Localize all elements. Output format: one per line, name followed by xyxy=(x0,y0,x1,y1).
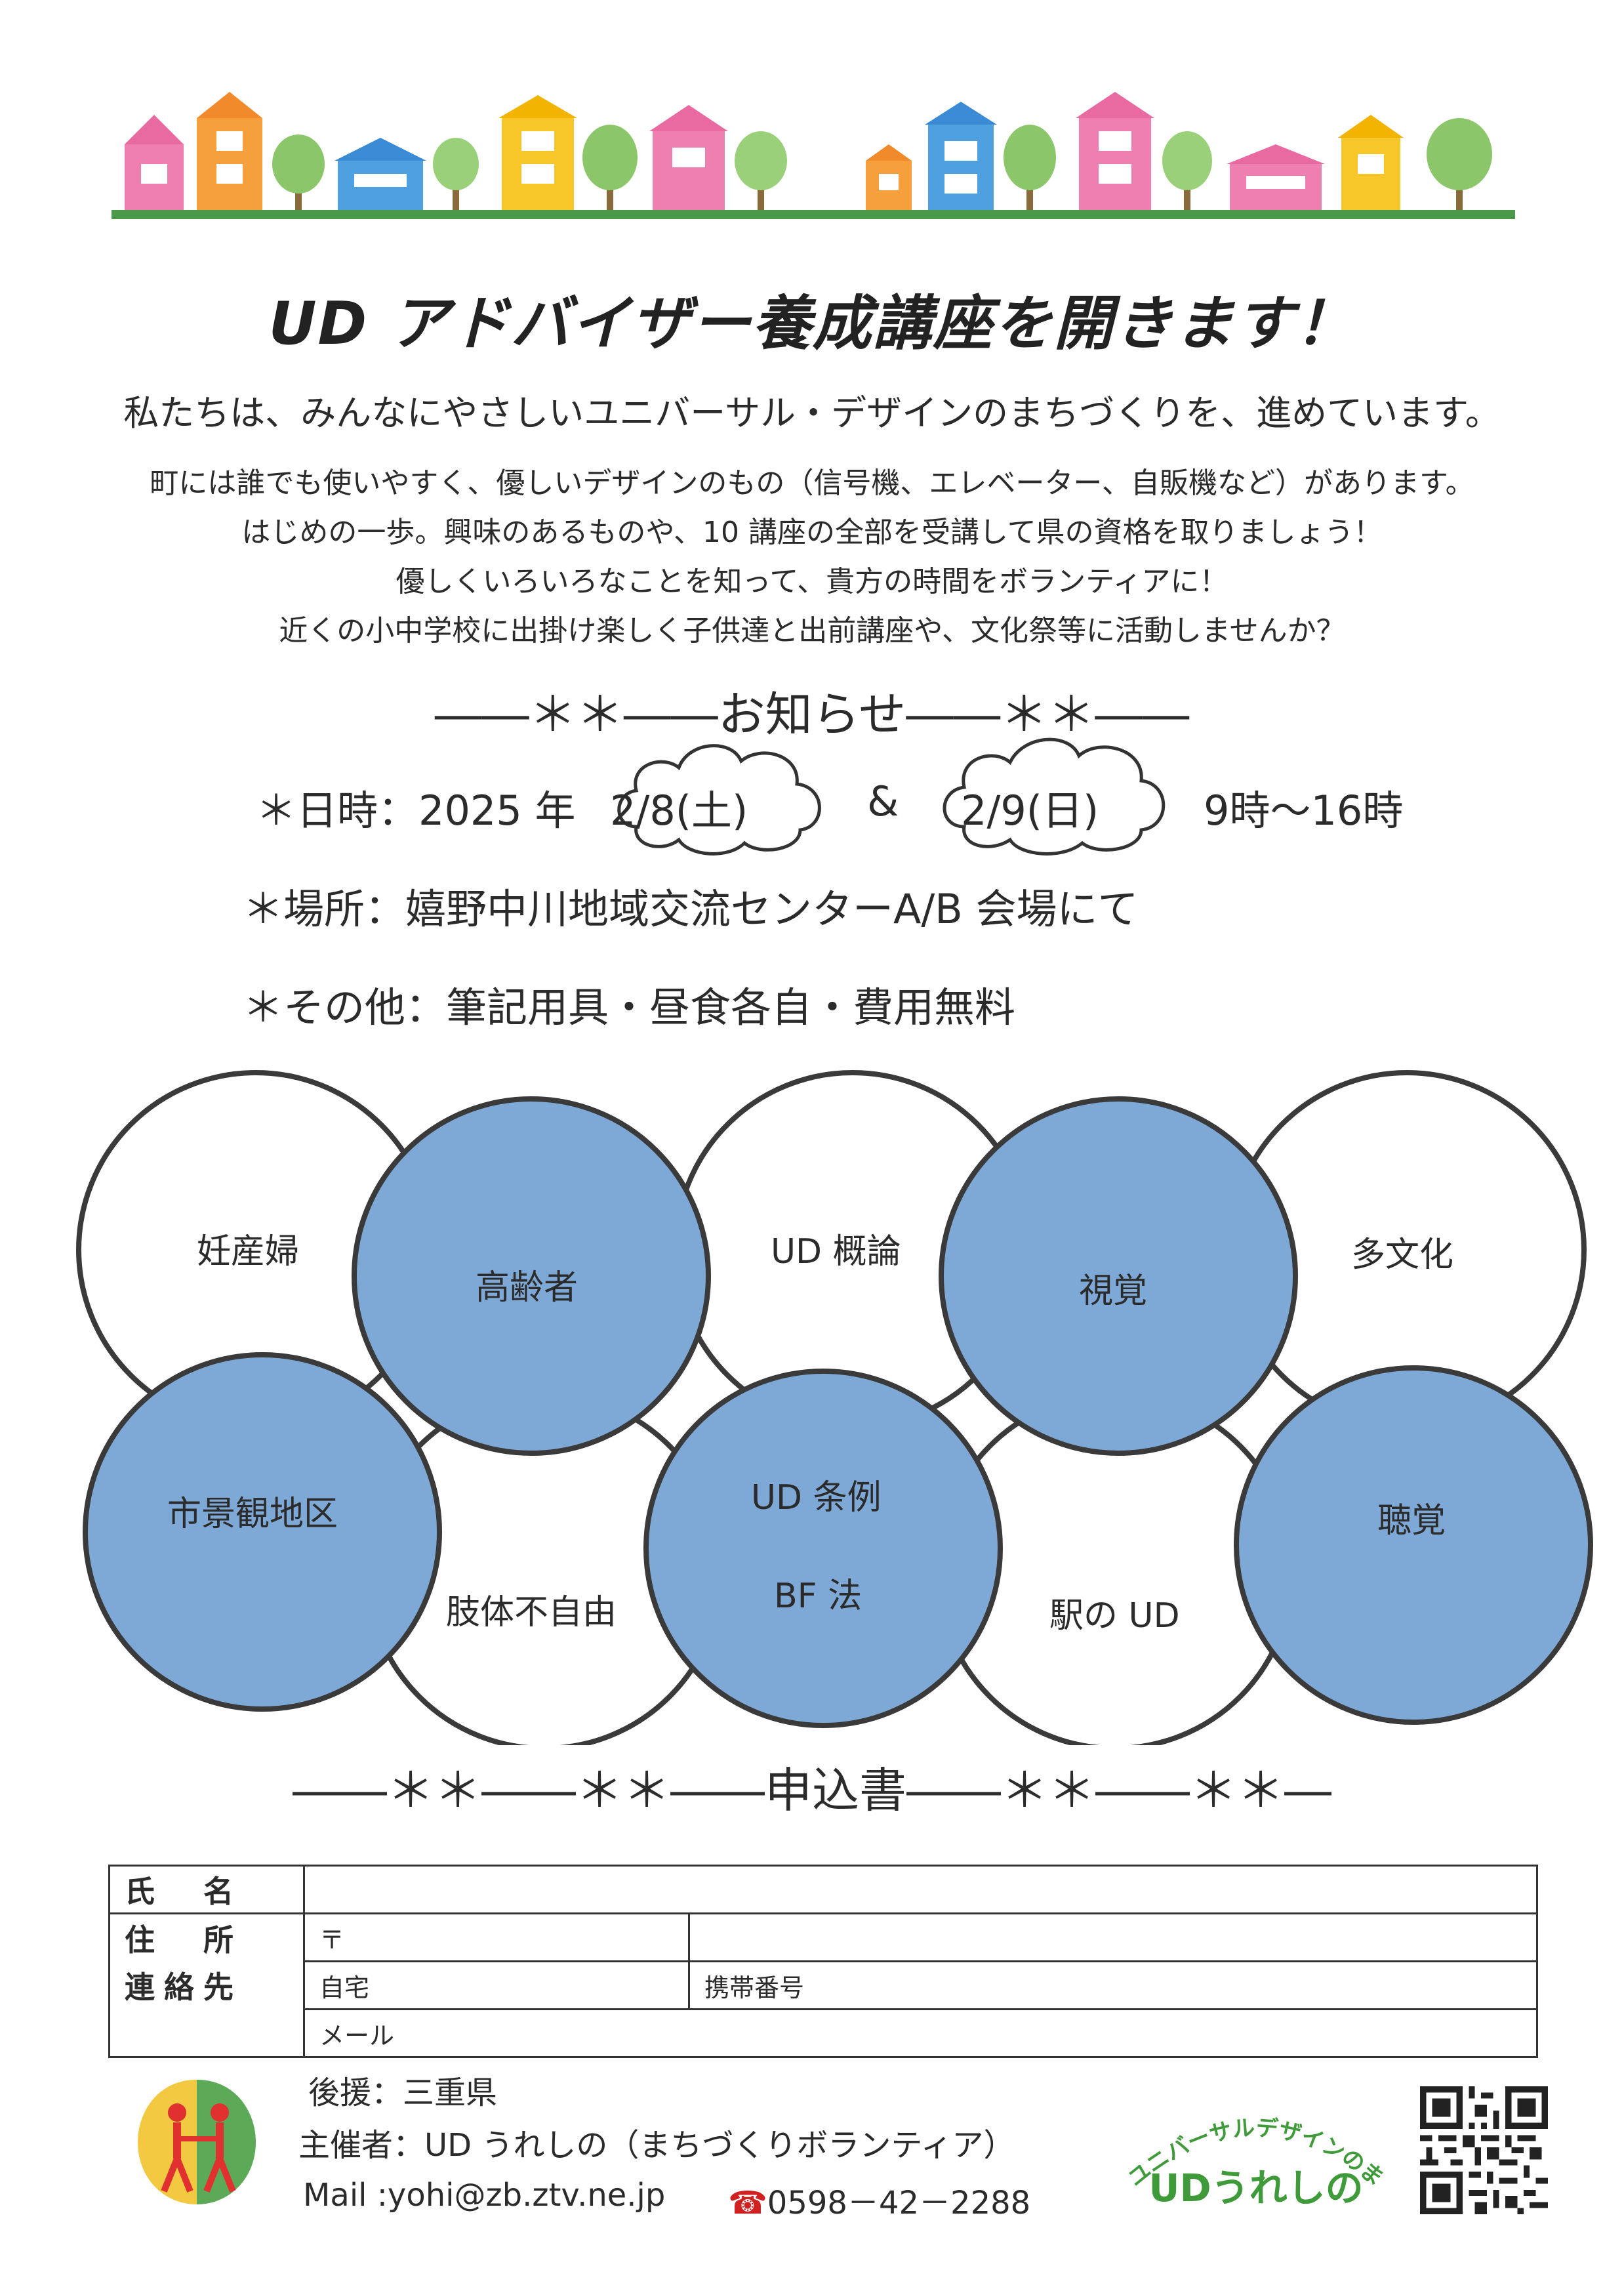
headline: UD アドバイザー養成講座を開きます！ xyxy=(268,289,1356,358)
course-label: 視覚 xyxy=(1079,1271,1148,1311)
tree-icon xyxy=(1162,131,1212,210)
cloud-highlight-icon xyxy=(617,744,821,856)
tree-icon xyxy=(272,134,325,210)
home-phone-field[interactable]: 自宅 xyxy=(303,1960,690,2010)
application-form: 氏 名 住 所 〒 連絡先 自宅 携帯番号 メール xyxy=(108,1865,1538,2058)
house-pink xyxy=(649,105,728,210)
house-blue xyxy=(925,102,997,210)
event-time: 9時～16時 xyxy=(1204,787,1404,835)
qr-code-icon[interactable] xyxy=(1420,2086,1548,2214)
course-circle-filled xyxy=(643,1369,1003,1728)
event-date-and: & xyxy=(867,777,899,825)
home-phone-label: 自宅 xyxy=(319,1973,370,2002)
organizer-text: 主催者：UD うれしの（まちづくりボランティア） xyxy=(298,2127,1015,2164)
houses-banner-illustration xyxy=(112,92,1515,219)
postal-field[interactable]: 〒 xyxy=(303,1912,690,1962)
tree-icon xyxy=(735,131,787,210)
course-label: 多文化 xyxy=(1351,1235,1454,1275)
event-date-day1: 2/8(土) xyxy=(610,787,748,835)
tree-icon xyxy=(1004,125,1056,210)
house-orange xyxy=(197,92,262,210)
course-label: UD 概論 xyxy=(771,1232,901,1271)
course-circles: 妊産婦 高齢者 UD 概論 視覚 多文化 市景観地区 肢体不自由 UD 条例 B… xyxy=(0,1023,1624,1745)
ud-ureshino-brand-logo: ユニバーサルデザインのまちづくり UDうれしの xyxy=(1112,2093,1389,2210)
mobile-phone-label: 携帯番号 xyxy=(704,1973,805,2002)
address-label: 住 所 xyxy=(108,1913,305,1962)
contact-label-continued xyxy=(108,2009,305,2058)
course-label: 肢体不自由 xyxy=(446,1593,617,1632)
course-label: 高齢者 xyxy=(476,1268,579,1308)
house-pink xyxy=(125,115,184,210)
event-date-day2: 2/9(日) xyxy=(961,787,1099,835)
sponsor-text: 後援：三重県 xyxy=(308,2074,498,2111)
course-circle-filled xyxy=(83,1352,442,1712)
tree-icon xyxy=(1427,118,1492,210)
notice-divider: ――＊＊――お知らせ――＊＊―― xyxy=(434,687,1190,742)
house-pink xyxy=(1076,92,1154,210)
tree-icon xyxy=(582,125,638,210)
course-label: BF 法 xyxy=(774,1577,863,1616)
cloud-highlight-icon xyxy=(943,737,1166,856)
ud-ureshino-logo-icon xyxy=(138,2080,256,2204)
application-divider: ――＊＊――＊＊――申込書――＊＊――＊＊― xyxy=(292,1763,1331,1818)
mobile-phone-field[interactable]: 携帯番号 xyxy=(688,1960,1538,2010)
contact-label: 連絡先 xyxy=(108,1961,305,2010)
course-circle-filled xyxy=(352,1096,711,1456)
house-yellow xyxy=(1338,115,1404,210)
tree-icon xyxy=(433,138,479,210)
course-label: 妊産婦 xyxy=(197,1232,300,1271)
house-pink xyxy=(1227,144,1325,210)
intro-line: 近くの小中学校に出掛け楽しく子供達と出前講座や、文化祭等に活動しませんか？ xyxy=(279,614,1345,648)
postal-mark: 〒 xyxy=(319,1925,345,1954)
phone-number: 0598－42－2288 xyxy=(767,2185,1031,2221)
house-yellow xyxy=(498,95,577,210)
name-label: 氏 名 xyxy=(108,1865,305,1914)
event-date-label: ＊日時：2025 年 xyxy=(256,787,576,835)
course-label: UD 条例 xyxy=(751,1478,882,1517)
email-field[interactable]: メール xyxy=(303,2008,1538,2058)
phone-icon: ☎ xyxy=(728,2185,767,2221)
intro-main-text: 私たちは、みんなにやさしいユニバーサル・デザインのまちづくりを、進めています。 xyxy=(123,392,1501,434)
house-blue xyxy=(335,138,426,210)
address-field[interactable] xyxy=(688,1912,1538,1962)
name-field[interactable] xyxy=(303,1865,1538,1914)
event-place: ＊場所：嬉野中川地域交流センターA/B 会場にて xyxy=(243,885,1139,933)
contact-email[interactable]: Mail :yohi@zb.ztv.ne.jp xyxy=(303,2177,666,2214)
intro-line: 優しくいろいろなことを知って、貴方の時間をボランティアに！ xyxy=(396,565,1228,598)
event-other-info: ＊その他：筆記用具・昼食各自・費用無料 xyxy=(243,983,1016,1031)
course-circle-filled xyxy=(939,1096,1298,1456)
course-circle-filled xyxy=(1234,1365,1593,1725)
house-orange xyxy=(866,144,912,210)
logo-name: UDうれしの xyxy=(1148,2166,1363,2210)
course-label: 駅の UD xyxy=(1049,1596,1180,1636)
course-label: 聴覚 xyxy=(1377,1501,1446,1540)
course-label: 市景観地区 xyxy=(167,1495,338,1534)
contact-phone[interactable]: ☎0598－42－2288 xyxy=(728,2177,1030,2223)
intro-line: 町には誰でも使いやすく、優しいデザインのもの（信号機、エレベーター、自販機など）… xyxy=(150,466,1474,500)
intro-line: はじめの一歩。興味のあるものや、10 講座の全部を受講して県の資格を取りましょう… xyxy=(241,516,1383,549)
email-label: メール xyxy=(319,2021,395,2050)
